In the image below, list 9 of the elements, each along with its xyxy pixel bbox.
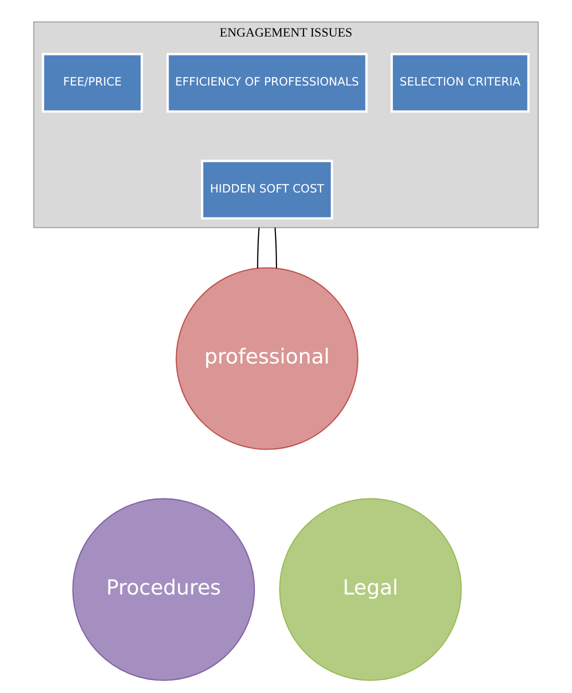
node-box: HIDDEN SOFT COST: [200, 160, 334, 220]
node-circle: Procedures: [72, 498, 255, 681]
connector: [274, 228, 278, 268]
node-box: FEE/PRICE: [42, 52, 143, 113]
node-box: SELECTION CRITERIA: [390, 52, 530, 113]
connector: [257, 228, 260, 268]
node-circle: professional: [176, 267, 358, 450]
node-box: EFFICIENCY OF PROFESSIONALS: [166, 52, 368, 113]
node-circle: Legal: [279, 498, 462, 681]
